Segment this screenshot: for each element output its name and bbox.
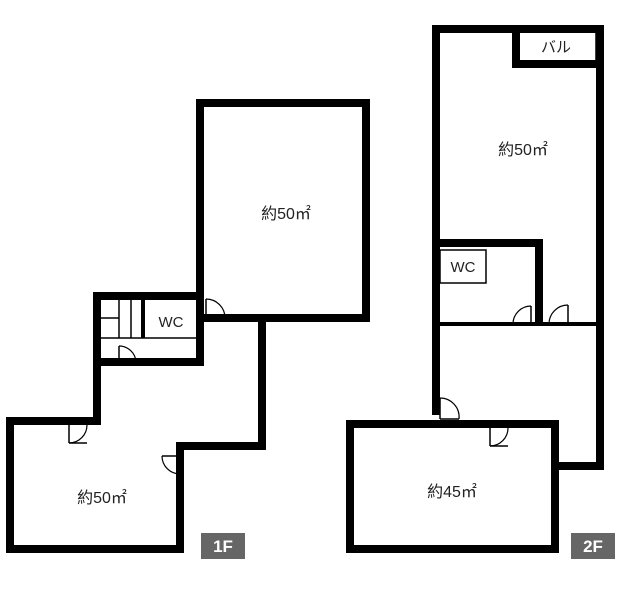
- 1f-badge: [201, 533, 245, 559]
- 2f-balcony-label: バル: [541, 39, 571, 56]
- 1f-upper-room-walls: [196, 99, 370, 322]
- 2f-wc-box: [439, 249, 487, 284]
- 1f-door-wc[interactable]: [118, 345, 137, 363]
- 2f-lower-room-label: 約45㎡: [427, 483, 477, 501]
- 1f-badge-label: 1F: [213, 537, 233, 556]
- 2f-lower-room-walls: [346, 420, 559, 553]
- 1f-door-lower-room[interactable]: [68, 424, 88, 444]
- 2f-door-stair[interactable]: [439, 397, 460, 420]
- 2f-outer-walls: [432, 25, 604, 470]
- 2f-door-hall[interactable]: [548, 304, 569, 325]
- floor-2f: バル 約50㎡ WC 約45㎡ 2F: [346, 25, 615, 559]
- 1f-lower-room-label: 約50㎡: [77, 489, 127, 507]
- 2f-wc-label: WC: [451, 259, 476, 276]
- 2f-wc-walls: [436, 239, 543, 324]
- 2f-door-wc[interactable]: [512, 305, 532, 325]
- 1f-lower-area-walls: [6, 299, 266, 553]
- 1f-door-upper-room[interactable]: [205, 298, 228, 319]
- 1f-wc-label: WC: [159, 314, 184, 331]
- 2f-upper-room-label: 約50㎡: [498, 141, 548, 159]
- 1f-upper-room-label: 約50㎡: [261, 205, 311, 223]
- 2f-door-lower-room[interactable]: [489, 427, 509, 447]
- 2f-badge: [571, 533, 615, 559]
- 1f-wc-block-walls: [93, 292, 200, 362]
- 2f-badge-label: 2F: [583, 537, 603, 556]
- 2f-balcony-walls: [512, 29, 600, 68]
- floor-1f: 約50㎡ 約50㎡ WC 1F: [6, 99, 370, 559]
- 1f-door-lower-right[interactable]: [161, 455, 181, 476]
